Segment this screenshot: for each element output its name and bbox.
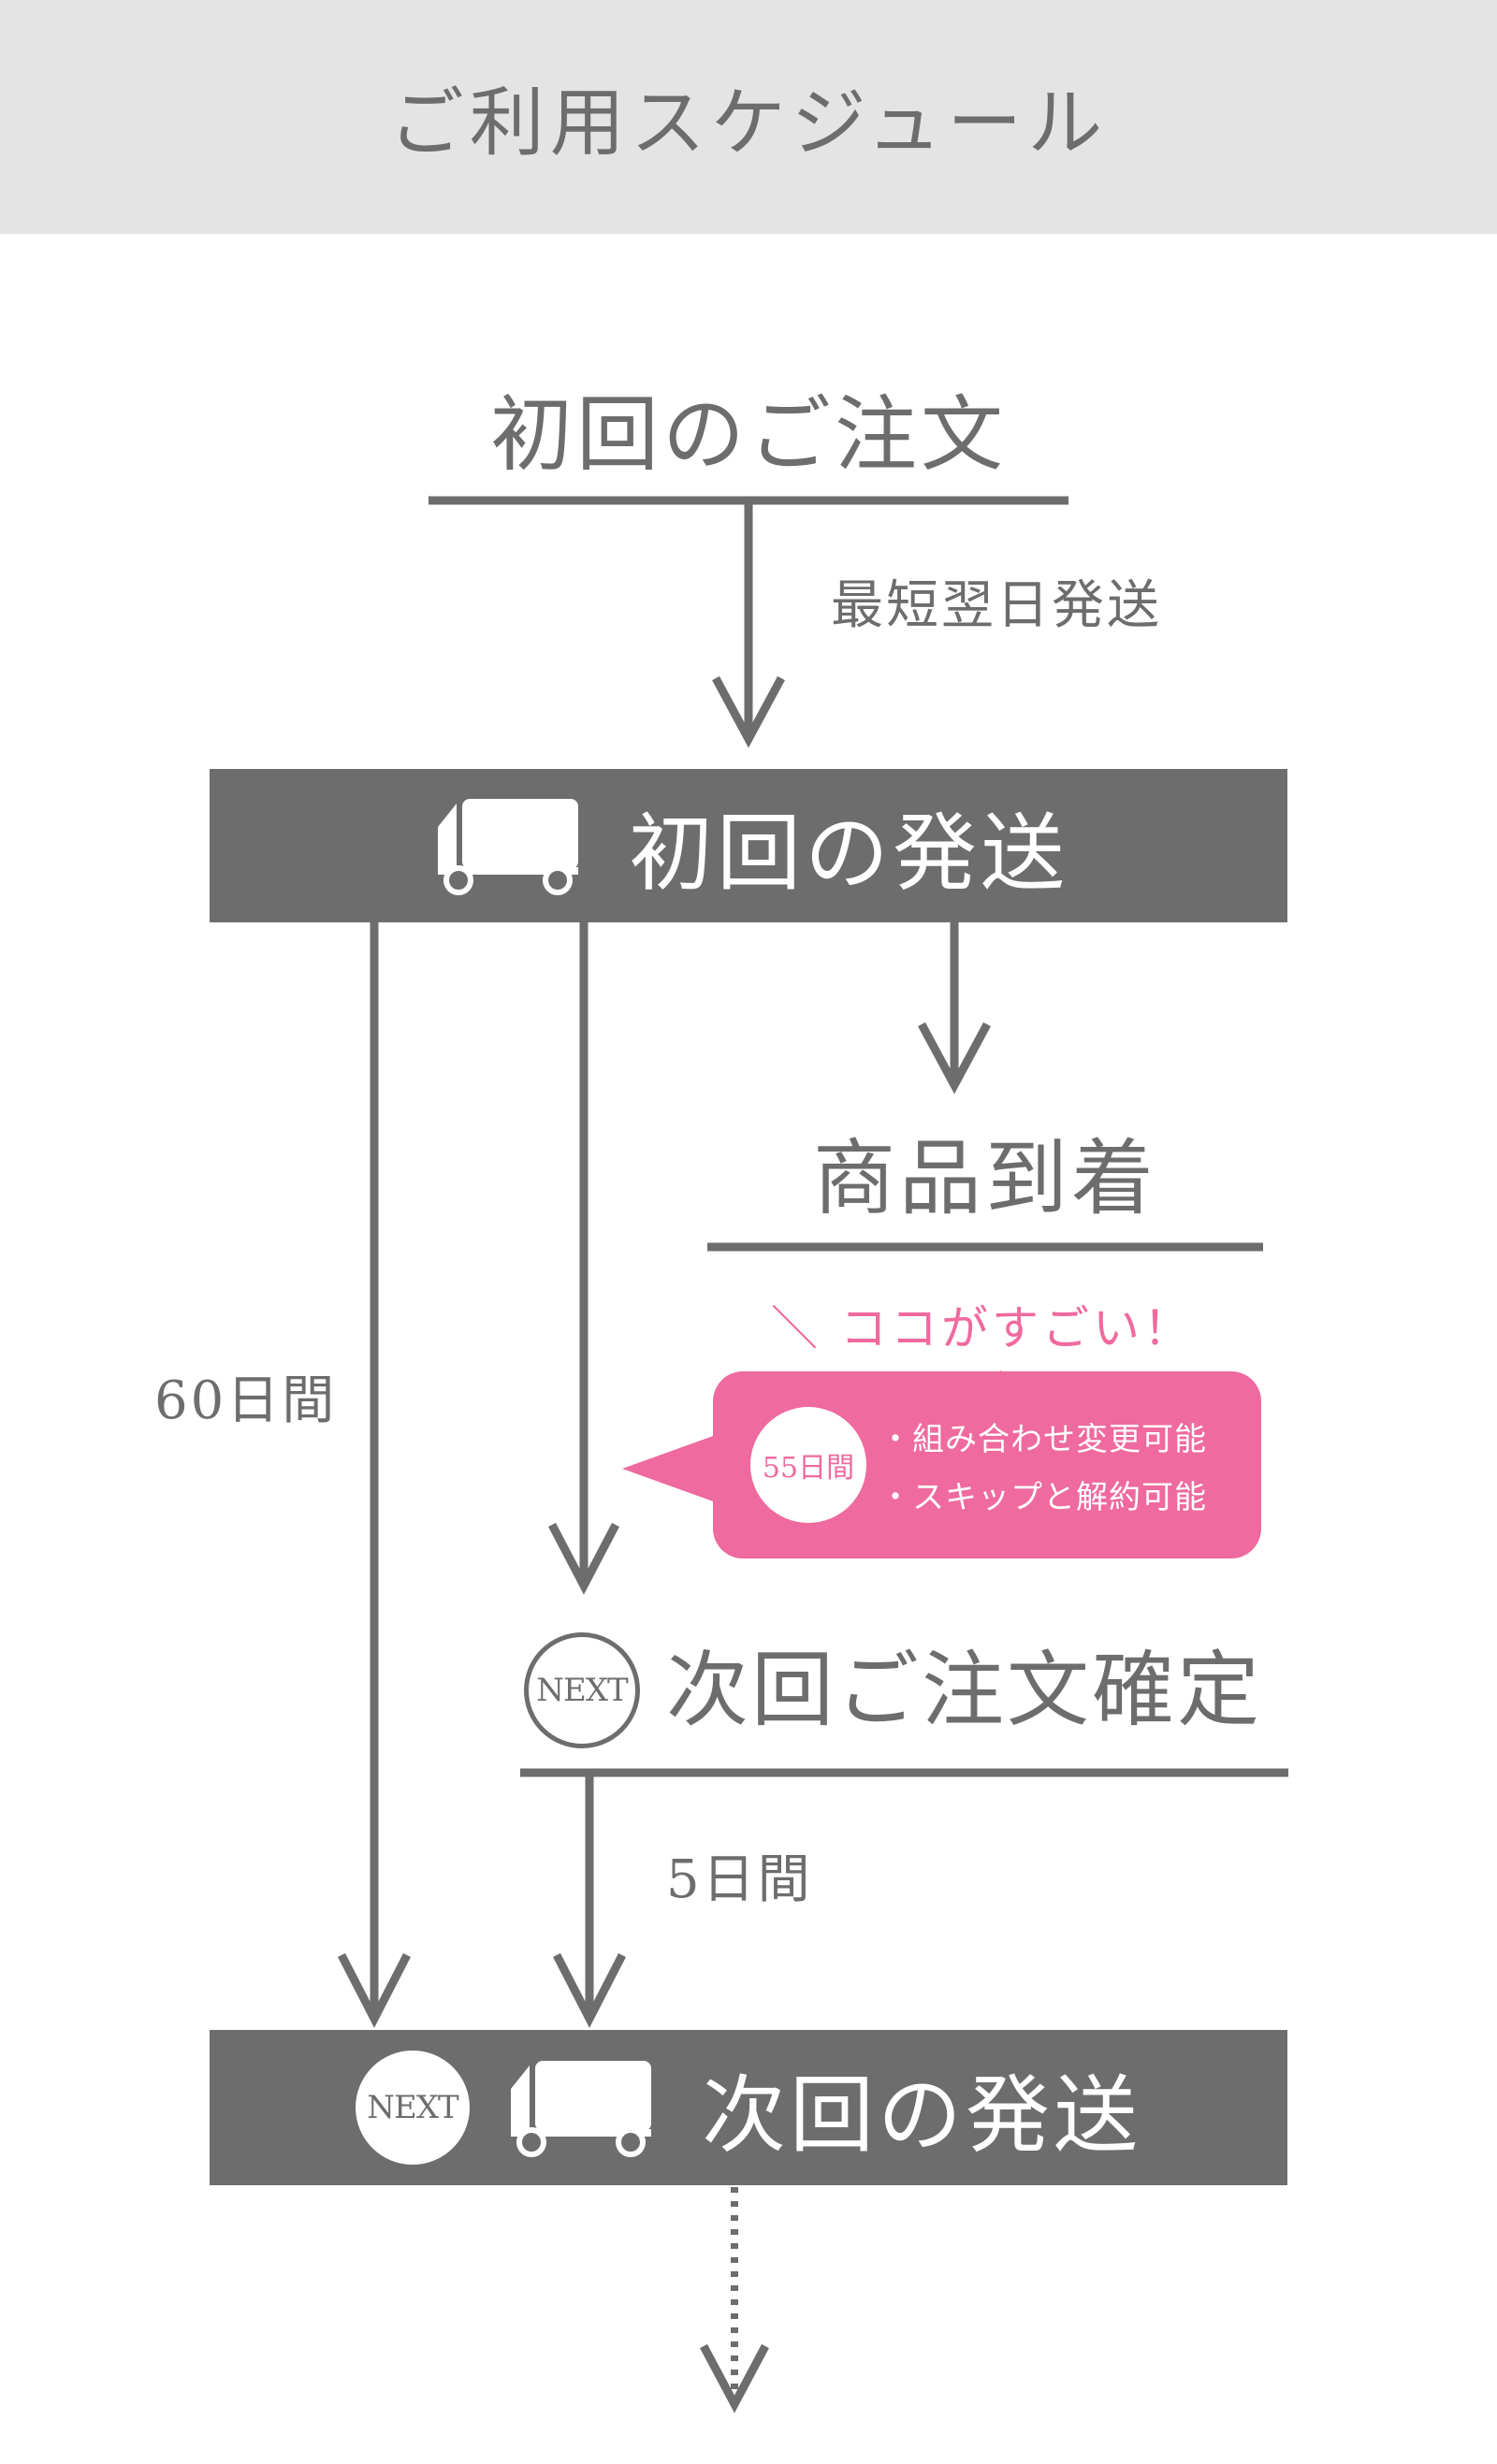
feature-callout: 55日間 ・組み合わせ変更可能 ・スキップと解約可能 [713, 1371, 1261, 1558]
next-day-ship-label: 最短翌日発送 [831, 575, 1162, 636]
days-5-label: 5日間 [666, 1849, 813, 1910]
truck-icon [511, 2061, 651, 2157]
feature-1: ・組み合わせ変更可能 [879, 1421, 1207, 1458]
arrow-head-dotted [700, 2343, 769, 2413]
first-shipment-bar: 初回の発送 [210, 769, 1287, 922]
next-badge-outline: NEXT [524, 1632, 640, 1748]
days-55-badge: 55日間 [750, 1407, 866, 1523]
arrow-head-2 [918, 1022, 991, 1094]
arrival-label: 商品到着 [812, 1130, 1157, 1226]
arrow-head-55 [548, 1522, 619, 1595]
next-order-confirm-label: 次回ご注文確定 [666, 1642, 1263, 1738]
days-60-label: 60日間 [154, 1370, 338, 1431]
next-shipment-title: 次回の発送 [702, 2066, 1141, 2165]
first-shipment-title: 初回の発送 [629, 804, 1068, 903]
next-badge-text: NEXT [536, 1672, 628, 1709]
callout-pointer [622, 1427, 739, 1511]
feature-2: ・スキップと解約可能 [879, 1479, 1207, 1516]
page-header: ご利用スケジュール [0, 0, 1497, 234]
truck-icon [438, 799, 578, 895]
arrow-head-60 [337, 1952, 412, 2028]
next-badge-filled: NEXT [356, 2051, 470, 2165]
next-badge-filled-text: NEXT [367, 2089, 458, 2126]
days-55-label: 55日間 [762, 1452, 855, 1485]
arrow-head-5 [552, 1952, 627, 2028]
arrow-head-1 [712, 675, 785, 748]
page-title: ご利用スケジュール [388, 80, 1109, 167]
first-order-label: 初回のご注文 [489, 386, 1007, 483]
next-shipment-bar: NEXT 次回の発送 [210, 2030, 1287, 2185]
